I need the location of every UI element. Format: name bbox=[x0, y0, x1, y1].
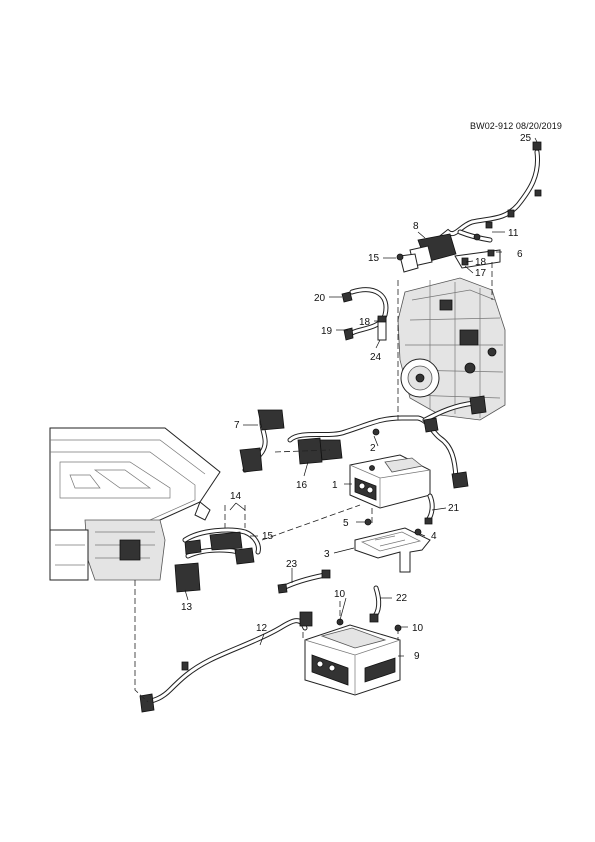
bracket-3 bbox=[354, 518, 431, 573]
connection-lines bbox=[134, 262, 493, 703]
callout-10: 10 bbox=[412, 623, 424, 634]
harness-13 bbox=[174, 527, 261, 593]
callout-18: 18 bbox=[359, 317, 371, 328]
hose-23 bbox=[277, 569, 331, 594]
callout-1: 1 bbox=[332, 480, 338, 491]
callout-11: 11 bbox=[508, 228, 519, 239]
callout-10: 10 bbox=[334, 589, 346, 600]
callout-7: 7 bbox=[234, 420, 240, 431]
callout-labels: 25 8 11 15 18 6 17 20 18 19 24 7 2 16 1 … bbox=[181, 133, 532, 662]
module-1 bbox=[349, 454, 431, 509]
callout-24: 24 bbox=[370, 352, 382, 363]
callout-20: 20 bbox=[314, 293, 326, 304]
bracket-6 bbox=[454, 233, 501, 269]
callout-9: 9 bbox=[414, 651, 420, 662]
callout-8: 8 bbox=[413, 221, 419, 232]
callout-23: 23 bbox=[286, 559, 298, 570]
callout-25: 25 bbox=[520, 133, 532, 144]
callout-12: 12 bbox=[256, 623, 268, 634]
callout-5: 5 bbox=[343, 518, 349, 529]
drive-unit bbox=[397, 277, 506, 421]
callout-15: 15 bbox=[368, 253, 380, 264]
callout-19: 19 bbox=[321, 326, 333, 337]
callout-22: 22 bbox=[396, 593, 408, 604]
callout-21: 21 bbox=[448, 503, 460, 514]
hose-21 bbox=[424, 493, 435, 525]
callout-15: 15 bbox=[262, 531, 274, 542]
callout-18: 18 bbox=[475, 257, 487, 268]
drawing-reference: BW02-912 08/20/2019 bbox=[470, 121, 562, 131]
callout-13: 13 bbox=[181, 602, 193, 613]
bracket-24 bbox=[377, 315, 387, 341]
leader-lines bbox=[184, 137, 538, 657]
callout-3: 3 bbox=[324, 549, 330, 560]
callout-2: 2 bbox=[370, 443, 376, 454]
callout-16: 16 bbox=[296, 480, 308, 491]
connector-8 bbox=[396, 233, 457, 273]
hose-19 bbox=[341, 287, 389, 341]
module-9 bbox=[304, 618, 402, 696]
callout-17: 17 bbox=[475, 268, 487, 279]
callout-4: 4 bbox=[431, 531, 437, 542]
hose-22 bbox=[369, 585, 382, 623]
harness-12 bbox=[139, 611, 313, 713]
callout-6: 6 bbox=[517, 249, 523, 260]
battery-pack bbox=[49, 427, 221, 581]
coolant-hose-25 bbox=[435, 141, 542, 243]
callout-14: 14 bbox=[230, 491, 242, 502]
harness-7 bbox=[239, 395, 487, 489]
